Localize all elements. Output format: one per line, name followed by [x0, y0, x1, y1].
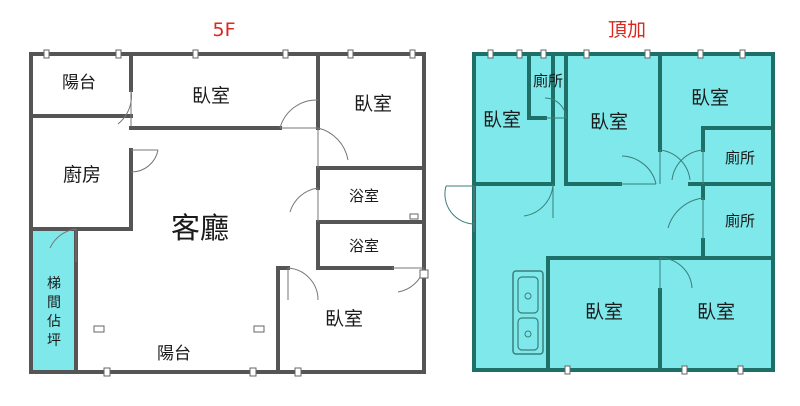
title-roof: 頂加	[608, 19, 646, 41]
doors-5f	[49, 89, 425, 301]
label-toilet-1: 廁所	[533, 72, 563, 90]
label-bedroom-3: 臥室	[691, 87, 729, 109]
labels-5f: 陽台 臥室 臥室 廚房 客廳 浴室 浴室 梯 間 佔 坪 臥室 陽台	[47, 73, 392, 364]
label-toilet-3: 廁所	[725, 212, 755, 230]
label-stair-1: 梯	[47, 276, 61, 292]
label-living-room: 客廳	[171, 211, 229, 245]
label-bedroom-4: 臥室	[585, 301, 623, 323]
label-bedroom-top: 臥室	[192, 85, 230, 107]
windows-5f	[43, 49, 429, 377]
windows-roof	[487, 49, 746, 375]
label-bathroom-2: 浴室	[349, 237, 379, 255]
label-stair-3: 佔	[47, 314, 61, 330]
label-bathroom-1: 浴室	[349, 187, 379, 205]
labels-roof: 臥室 廁所 臥室 臥室 廁所 廁所 臥室 臥室	[483, 72, 755, 323]
label-bedroom-5: 臥室	[697, 301, 735, 323]
label-balcony-top: 陽台	[62, 73, 96, 93]
walls-roof	[472, 52, 775, 372]
label-stair-4: 坪	[47, 333, 61, 349]
label-balcony-bottom: 陽台	[157, 344, 191, 364]
label-kitchen: 廚房	[63, 163, 101, 186]
kitchen-sink-icon	[512, 270, 544, 355]
label-bedroom-1: 臥室	[483, 109, 521, 131]
walls-5f	[29, 52, 426, 374]
title-5f: 5F	[212, 19, 235, 41]
floor-5f: 5F	[29, 19, 429, 377]
label-stair-2: 間	[47, 295, 61, 311]
doors-roof	[444, 97, 704, 290]
label-bedroom-right: 臥室	[354, 93, 392, 115]
floor-roof: 頂加	[444, 19, 775, 375]
label-bedroom-bottom: 臥室	[325, 308, 363, 330]
stairwell-area	[31, 229, 76, 370]
label-toilet-2: 廁所	[725, 149, 755, 167]
label-bedroom-2: 臥室	[590, 111, 628, 133]
